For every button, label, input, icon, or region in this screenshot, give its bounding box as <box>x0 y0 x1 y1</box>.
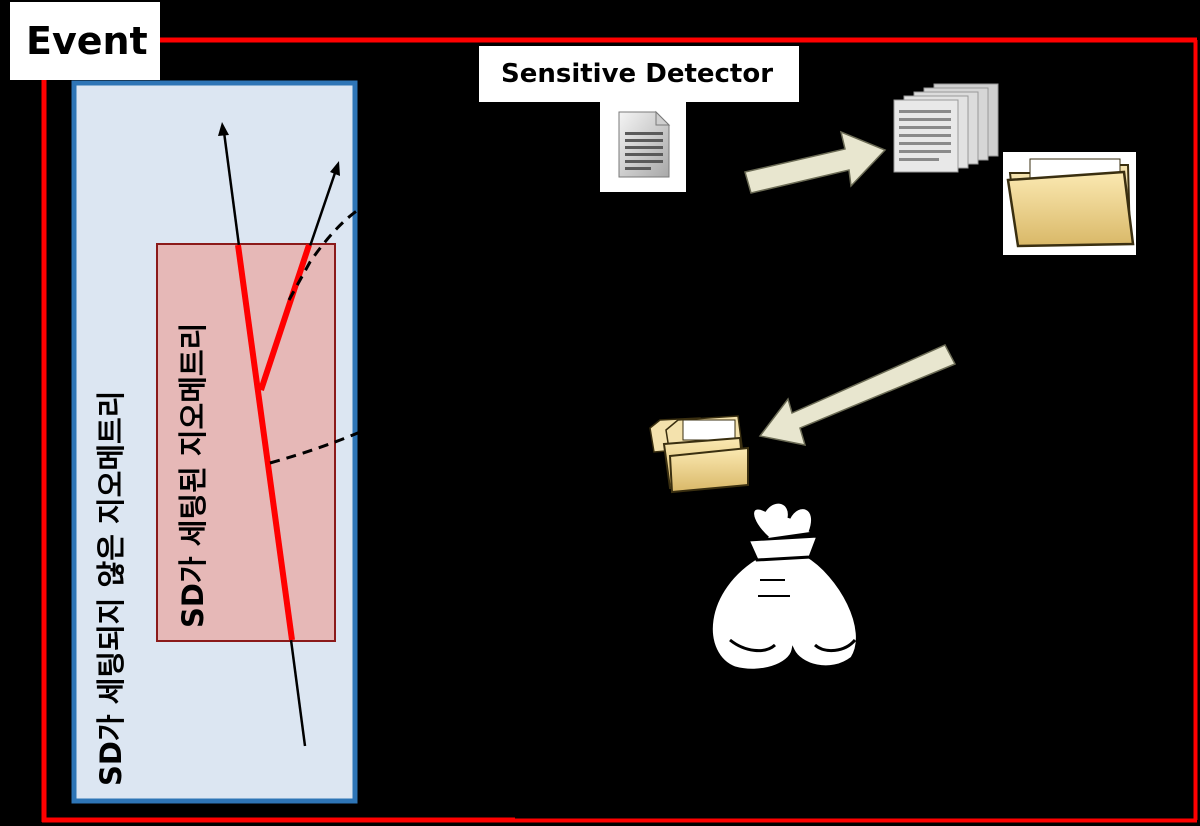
money-bag-icon <box>709 500 859 672</box>
inner-geometry-label: SD가 세팅된 지오메트리 <box>176 322 210 628</box>
primary-track-in-sd <box>235 244 295 641</box>
stacked-folders-icon <box>649 415 749 494</box>
sensitive-detector-label: Sensitive Detector <box>479 46 799 102</box>
event-label: Event <box>10 2 160 80</box>
event-frame <box>41 37 1198 823</box>
stacked-documents-icon <box>893 83 999 173</box>
secondary-track-in-sd <box>258 244 312 391</box>
arrow-to-stacked-documents <box>744 130 887 194</box>
outer-geometry-label: SD가 세팅되지 않은 지오메트리 <box>94 390 128 786</box>
document-icon <box>600 100 686 192</box>
primary-track-arrowhead <box>218 122 229 136</box>
arrow-to-stacked-folders <box>758 344 957 446</box>
particle-tracks <box>218 122 361 747</box>
secondary-track-arrowhead <box>330 161 340 176</box>
dashed-track-upper <box>287 208 359 301</box>
folder-icon <box>1003 152 1136 255</box>
dashed-track-lower <box>269 430 361 465</box>
